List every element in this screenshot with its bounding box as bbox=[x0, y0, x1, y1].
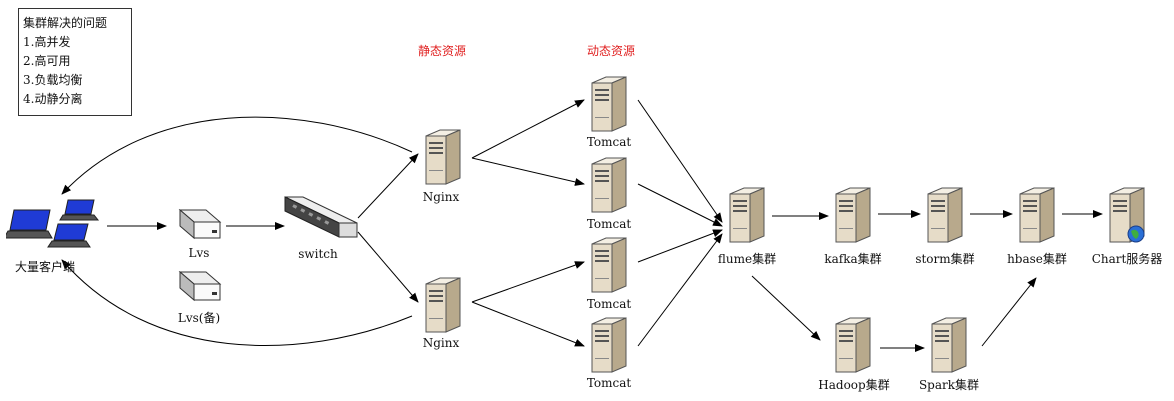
tomcat-2-label: Tomcat bbox=[586, 217, 632, 231]
dynamic-resource-heading: 动态资源 bbox=[586, 44, 635, 58]
spark-server-icon bbox=[926, 316, 976, 376]
flume-label: flume集群 bbox=[717, 252, 777, 266]
flume-server-icon bbox=[724, 186, 774, 246]
hbase-server-icon bbox=[1014, 186, 1064, 246]
tomcat-4-server-icon bbox=[586, 316, 636, 376]
tomcat-1-label: Tomcat bbox=[586, 135, 632, 149]
nginx-top-server-icon bbox=[420, 128, 470, 188]
chart-server-icon bbox=[1104, 186, 1154, 246]
switch-to-nginx-top-arrow bbox=[357, 153, 419, 219]
nginx-top-to-clients-arrow bbox=[61, 116, 413, 195]
kafka-server-icon bbox=[830, 186, 880, 246]
tomcat3-to-flume-arrow bbox=[637, 229, 723, 263]
tomcat-3-label: Tomcat bbox=[586, 297, 632, 311]
note-item-1: 1.高并发 bbox=[23, 35, 71, 49]
note-item-3: 3.负载均衡 bbox=[23, 73, 83, 87]
tomcat-3-server-icon bbox=[586, 236, 636, 296]
static-resource-heading: 静态资源 bbox=[417, 44, 466, 58]
nginx-top-to-tomcat2-arrow bbox=[471, 157, 585, 186]
nginx-bottom-to-tomcat4-arrow bbox=[471, 301, 585, 347]
storm-server-icon bbox=[922, 186, 972, 246]
nginx-bottom-to-clients-arrow bbox=[61, 259, 413, 346]
tomcat-1-server-icon bbox=[586, 75, 636, 135]
lvs-backup-device-icon bbox=[176, 270, 222, 302]
tomcat4-to-flume-arrow bbox=[637, 233, 723, 347]
note-title: 集群解决的问题 bbox=[23, 16, 108, 30]
chart-server-label: Chart服务器 bbox=[1091, 252, 1163, 266]
storm-label: storm集群 bbox=[915, 252, 975, 266]
flume-to-hadoop-arrow bbox=[751, 275, 821, 341]
clients-laptops-icon bbox=[6, 196, 106, 248]
switch-to-nginx-bottom-arrow bbox=[357, 231, 419, 303]
clients-label: 大量客户端 bbox=[14, 260, 75, 274]
nginx-top-label: Nginx bbox=[422, 190, 460, 204]
lvs-backup-label: Lvs(备) bbox=[177, 311, 221, 325]
nginx-bottom-label: Nginx bbox=[422, 336, 460, 350]
lvs-device-icon bbox=[176, 208, 222, 240]
switch-device-icon bbox=[283, 193, 359, 245]
kafka-label: kafka集群 bbox=[824, 252, 882, 266]
hadoop-label: Hadoop集群 bbox=[818, 378, 890, 392]
nginx-top-to-tomcat1-arrow bbox=[471, 99, 585, 159]
nginx-bottom-server-icon bbox=[420, 276, 470, 336]
spark-to-hbase-arrow bbox=[981, 277, 1037, 347]
nginx-bottom-to-tomcat3-arrow bbox=[471, 261, 585, 303]
hbase-label: hbase集群 bbox=[1007, 252, 1067, 266]
switch-label: switch bbox=[298, 247, 338, 261]
note-item-4: 4.动静分离 bbox=[23, 92, 83, 106]
tomcat-4-label: Tomcat bbox=[586, 376, 632, 390]
lvs-label: Lvs bbox=[188, 246, 210, 260]
note-item-2: 2.高可用 bbox=[23, 54, 71, 68]
spark-label: Spark集群 bbox=[918, 378, 980, 392]
tomcat-2-server-icon bbox=[586, 156, 636, 216]
tomcat2-to-flume-arrow bbox=[637, 183, 723, 227]
hadoop-server-icon bbox=[830, 316, 880, 376]
tomcat1-to-flume-arrow bbox=[637, 99, 723, 223]
cluster-problems-note: 集群解决的问题 1.高并发 2.高可用 3.负载均衡 4.动静分离 bbox=[18, 8, 132, 116]
